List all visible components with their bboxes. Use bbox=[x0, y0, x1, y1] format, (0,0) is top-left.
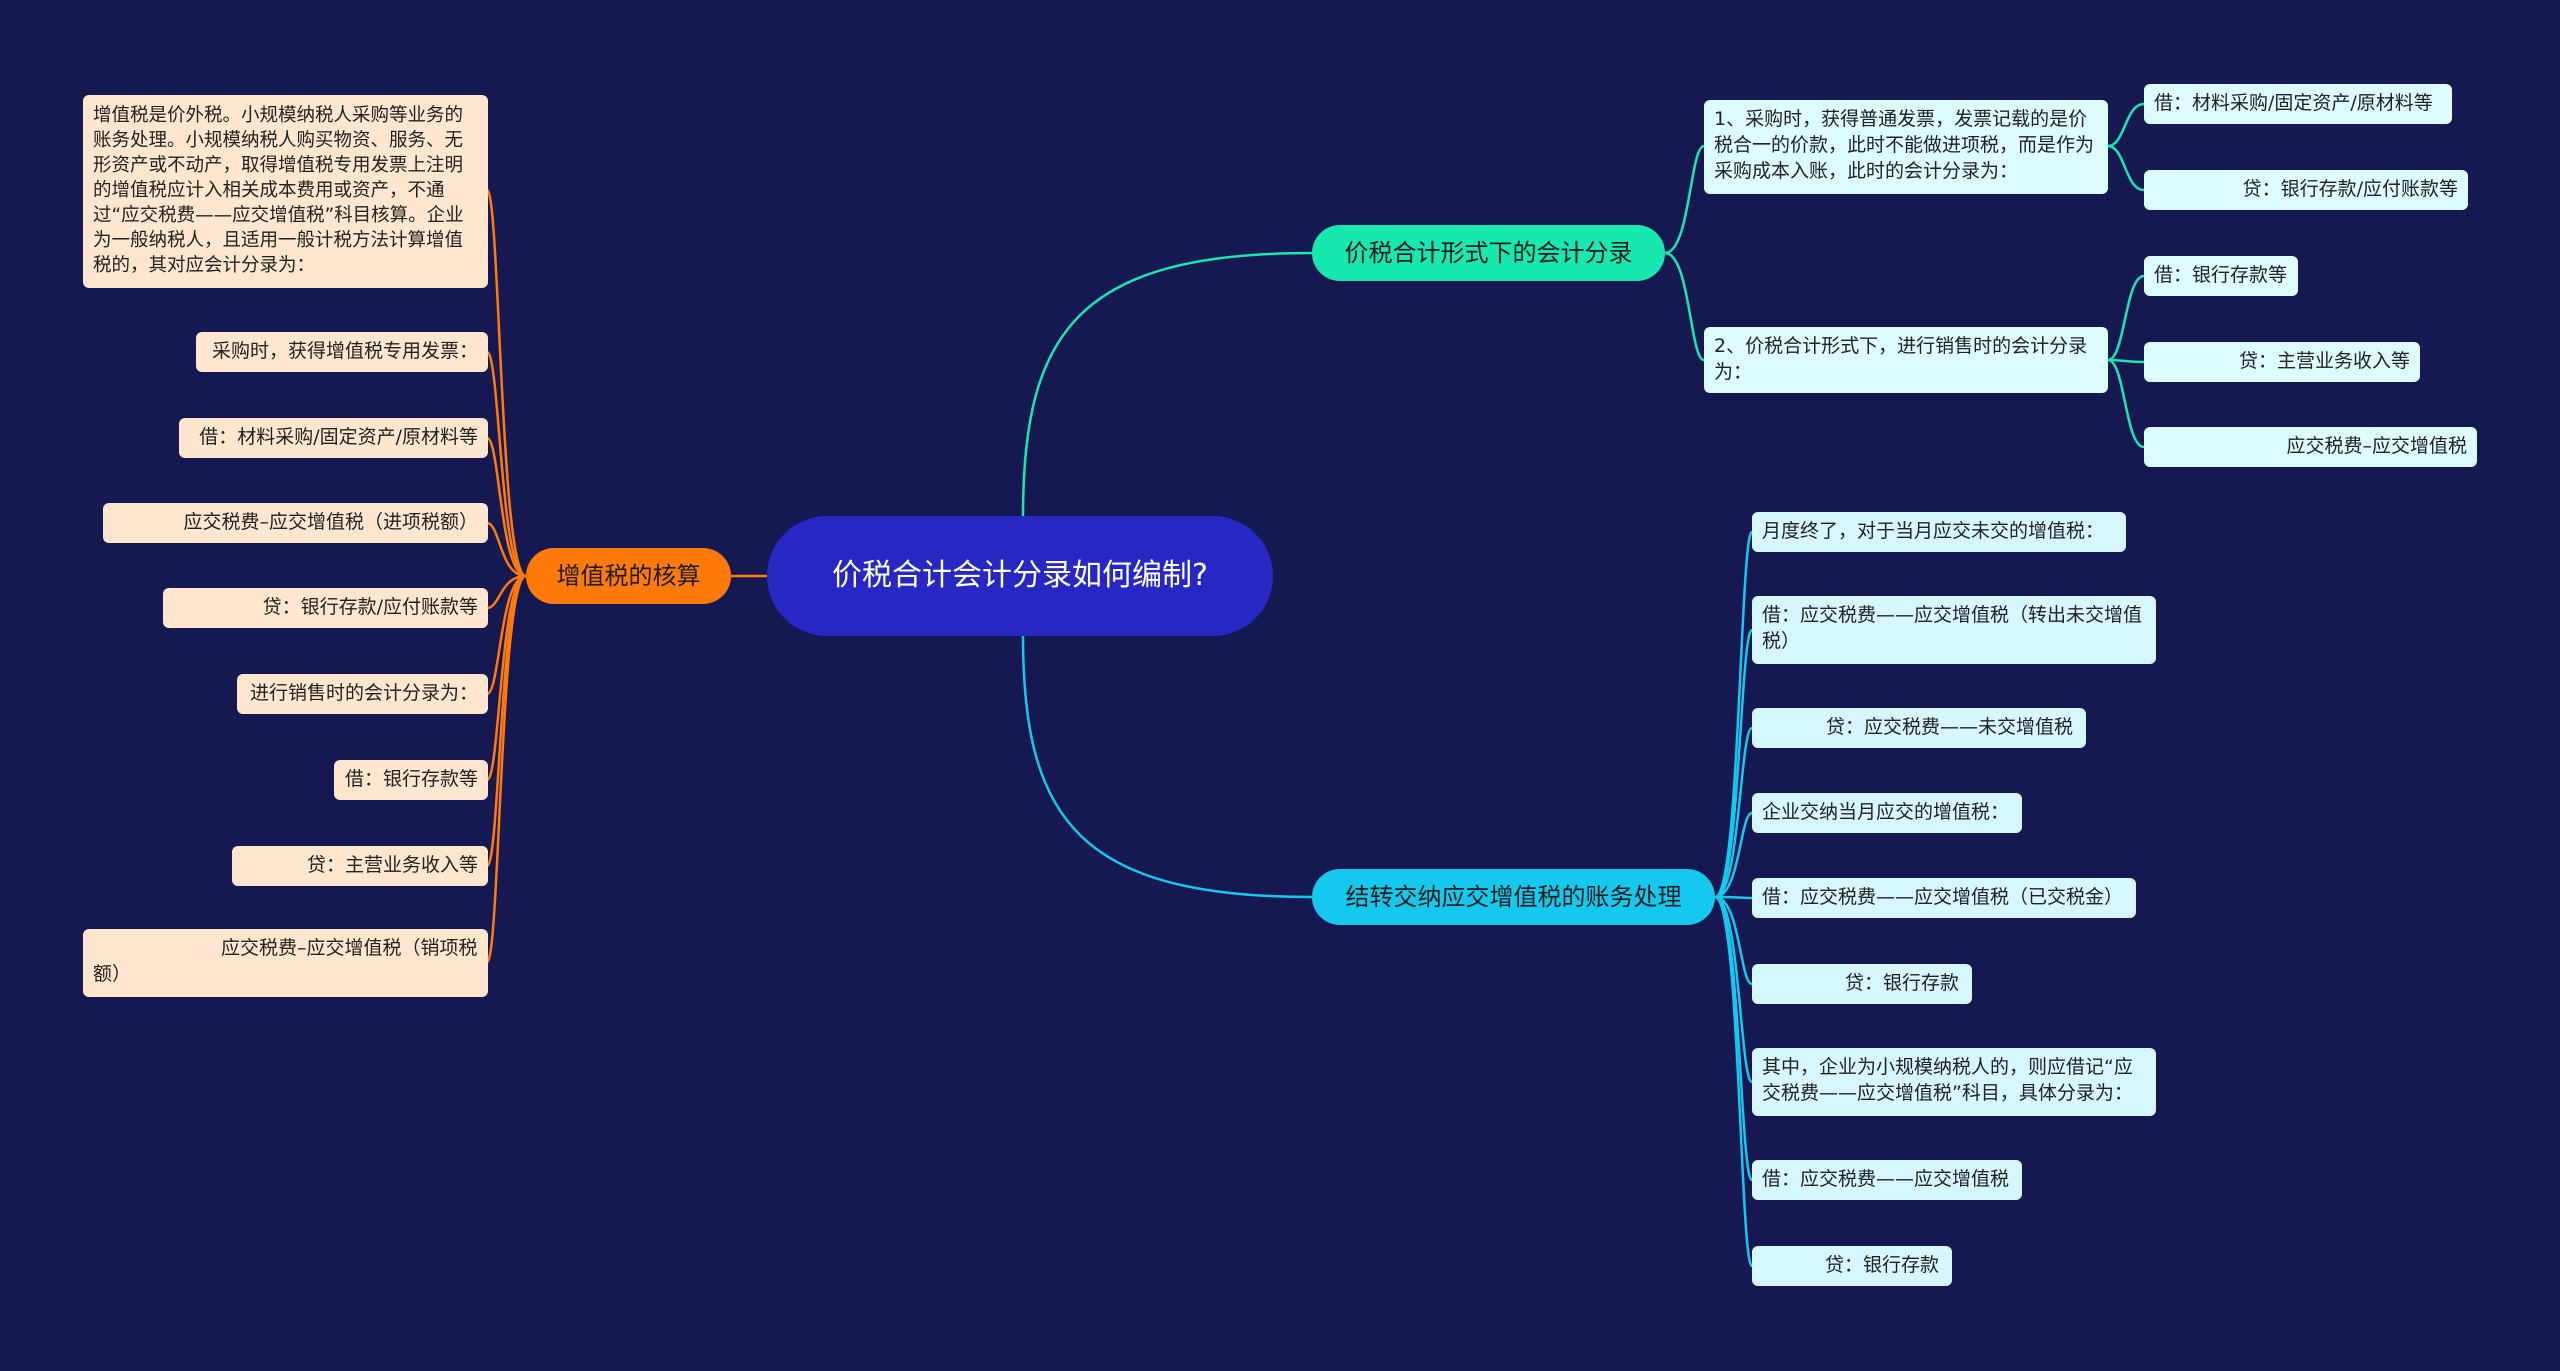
right-bottom-leaf-debit-transfer[interactable]: 借：应交税费——应交增值税（转出未交增值税） bbox=[1752, 596, 2156, 664]
right-bottom-leaf-debit-vat[interactable]: 借：应交税费——应交增值税 bbox=[1752, 1160, 2022, 1200]
right-top-leaf-credit-bank[interactable]: 贷：银行存款/应付账款等 bbox=[2144, 170, 2468, 210]
right-top-sub-sales[interactable]: 2、价税合计形式下，进行销售时的会计分录为： bbox=[1704, 327, 2108, 393]
left-fan-lines bbox=[485, 188, 527, 964]
right-bottom-leaf-pay-month[interactable]: 企业交纳当月应交的增值税： bbox=[1752, 793, 2022, 833]
left-leaf-debit-bank[interactable]: 借：银行存款等 bbox=[334, 760, 488, 800]
right-top-leaf-debit-bank[interactable]: 借：银行存款等 bbox=[2144, 256, 2298, 296]
left-leaf-purchase[interactable]: 采购时，获得增值税专用发票： bbox=[196, 332, 488, 372]
branch-vat-transfer[interactable]: 结转交纳应交增值税的账务处理 bbox=[1312, 869, 1715, 925]
left-leaf-intro[interactable]: 增值税是价外税。小规模纳税人采购等业务的账务处理。小规模纳税人购买物资、服务、无… bbox=[83, 95, 488, 288]
left-leaf-credit-revenue[interactable]: 贷：主营业务收入等 bbox=[232, 846, 488, 886]
right-bottom-leaf-credit-bank-2[interactable]: 贷：银行存款 bbox=[1752, 1246, 1952, 1286]
right-top-leaf-vat-payable[interactable]: 应交税费–应交增值税 bbox=[2144, 427, 2477, 467]
branch-label: 结转交纳应交增值税的账务处理 bbox=[1345, 883, 1682, 911]
right-bottom-leaf-debit-paid[interactable]: 借：应交税费——应交增值税（已交税金） bbox=[1752, 878, 2136, 918]
left-leaf-debit-materials[interactable]: 借：材料采购/固定资产/原材料等 bbox=[179, 418, 488, 458]
branch-combined-price-tax[interactable]: 价税合计形式下的会计分录 bbox=[1312, 225, 1665, 281]
branch-vat-accounting[interactable]: 增值税的核算 bbox=[526, 548, 731, 604]
right-bottom-leaf-small-taxpayer[interactable]: 其中，企业为小规模纳税人的，则应借记“应交税费——应交增值税”科目，具体分录为： bbox=[1752, 1048, 2156, 1116]
left-leaf-credit-bank[interactable]: 贷：银行存款/应付账款等 bbox=[163, 588, 488, 628]
right-bottom-leaf-credit-bank-1[interactable]: 贷：银行存款 bbox=[1752, 964, 1972, 1004]
right-bottom-leaf-credit-unpaid[interactable]: 贷：应交税费——未交增值税 bbox=[1752, 708, 2086, 748]
left-leaf-sales-entry[interactable]: 进行销售时的会计分录为： bbox=[237, 674, 488, 714]
root-topic[interactable]: 价税合计会计分录如何编制? bbox=[767, 516, 1273, 636]
right-top-fan-lines bbox=[1664, 102, 2145, 449]
right-top-leaf-debit-materials[interactable]: 借：材料采购/固定资产/原材料等 bbox=[2144, 84, 2452, 124]
right-bottom-leaf-month-end[interactable]: 月度终了，对于当月应交未交的增值税： bbox=[1752, 512, 2126, 552]
right-top-leaf-credit-revenue[interactable]: 贷：主营业务收入等 bbox=[2144, 342, 2420, 382]
branch-label: 增值税的核算 bbox=[556, 562, 701, 590]
right-top-sub-purchase[interactable]: 1、采购时，获得普通发票，发票记载的是价税合一的价款，此时不能做进项税，而是作为… bbox=[1704, 100, 2108, 194]
left-leaf-input-tax[interactable]: 应交税费–应交增值税（进项税额） bbox=[103, 503, 488, 543]
root-title: 价税合计会计分录如何编制? bbox=[832, 558, 1208, 593]
right-bottom-fan-lines bbox=[1714, 530, 1754, 1268]
link-root-bottom bbox=[1021, 635, 1313, 899]
branch-label: 价税合计形式下的会计分录 bbox=[1344, 239, 1633, 267]
link-root-top bbox=[1021, 251, 1313, 517]
left-leaf-output-tax[interactable]: 应交税费–应交增值税（销项税额） bbox=[83, 929, 488, 997]
